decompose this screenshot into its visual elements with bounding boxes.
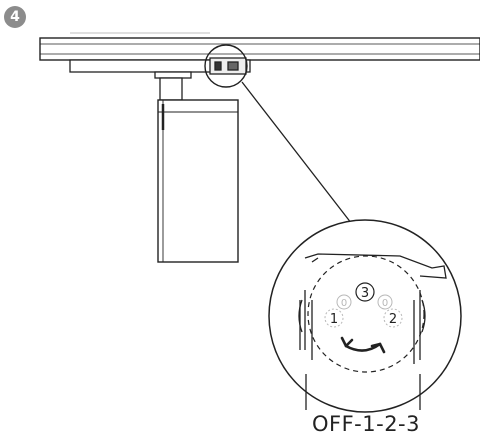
rotate-arrow-icon <box>340 336 386 354</box>
zoom-connector-line <box>241 81 356 229</box>
spotlight-body <box>157 99 239 263</box>
switch-detail: 3 0 0 1 2 <box>268 219 462 413</box>
track-adapter <box>69 57 251 101</box>
dial-label-2: 2 <box>389 312 397 327</box>
switch-sequence-caption: OFF-1-2-3 <box>311 412 420 436</box>
detail-circle <box>268 219 462 413</box>
dial-label-off-right: 0 <box>382 298 388 309</box>
dial-label-1: 1 <box>330 312 338 327</box>
step-number-badge: 4 <box>4 6 26 28</box>
track-rail <box>39 32 480 61</box>
dial-label-off-left: 0 <box>341 298 347 309</box>
zoom-source-circle <box>204 44 248 88</box>
dial-dashed-circle <box>307 255 425 373</box>
dial-label-3: 3 <box>361 286 369 301</box>
